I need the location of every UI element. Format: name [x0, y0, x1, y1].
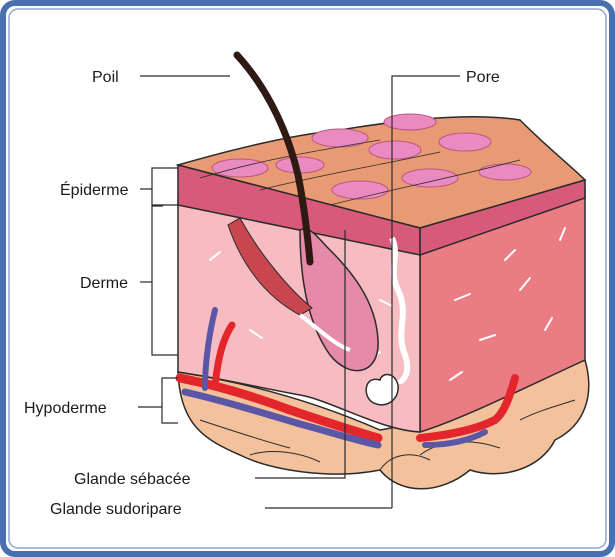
label-epiderme: Épiderme	[60, 180, 129, 199]
label-derme: Derme	[80, 275, 128, 292]
label-hypoderme: Hypoderme	[24, 400, 107, 417]
label-glande-sudoripare: Glande sudoripare	[50, 501, 182, 518]
label-poil: Poil	[92, 69, 119, 86]
label-pore: Pore	[466, 69, 500, 86]
label-glande-sebacee: Glande sébacée	[74, 471, 191, 488]
